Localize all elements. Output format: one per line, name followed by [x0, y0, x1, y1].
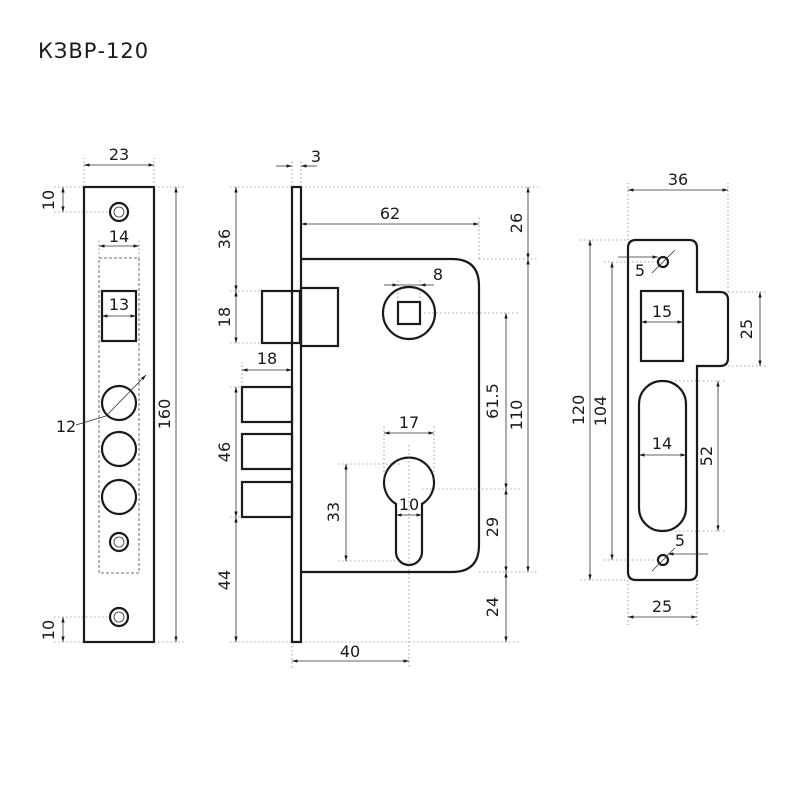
latch-block	[299, 286, 340, 348]
latch-tongue	[260, 289, 302, 345]
leader-line	[105, 374, 147, 417]
faceplate-side	[290, 185, 303, 644]
strike-plate-outline	[626, 238, 730, 582]
bolt-slot	[637, 379, 688, 533]
side-view: 3 62 26 36 18 18 46 44	[215, 147, 538, 668]
screw-hole-middle	[108, 531, 130, 553]
dim-front-height: 160	[155, 399, 174, 430]
dim-front-slot-width: 14	[109, 227, 129, 246]
strike-hole-bottom	[656, 553, 670, 567]
dim-strike-hole-spacing: 104	[591, 396, 610, 427]
latch-window-strike	[639, 289, 685, 363]
dim-side-cyl-height: 33	[324, 502, 343, 522]
dim-side-bottom: 44	[215, 570, 234, 590]
front-view: 23 10 10 14 13 12 160	[39, 145, 184, 644]
spindle-square	[396, 300, 422, 326]
dim-side-centers: 61.5	[483, 383, 502, 419]
dim-front-hole-bottom: 10	[39, 620, 58, 640]
deadbolt-side-1	[240, 385, 294, 424]
dim-front-bolt-diameter: 12	[56, 417, 76, 436]
dim-side-latch-height: 18	[215, 307, 234, 327]
dim-side-case-bottom: 24	[483, 597, 502, 617]
dim-strike-outer-height: 120	[569, 395, 588, 426]
screw-hole-top	[108, 201, 130, 223]
dim-strike-hole-top: 5	[635, 261, 645, 280]
dim-side-cyl-neck: 10	[399, 495, 419, 514]
dim-side-latch-top: 36	[215, 229, 234, 249]
model-title: КЗВР-120	[38, 39, 149, 63]
lock-case	[301, 257, 481, 574]
dim-side-bolt-projection: 18	[257, 349, 277, 368]
deadbolt-3	[100, 478, 138, 516]
spindle-hub	[381, 285, 437, 341]
strike-plate: 36 5 5 15 25 120 104 14 52	[569, 170, 768, 625]
dim-side-cyl-width: 17	[399, 413, 419, 432]
dim-side-backset: 40	[340, 642, 360, 661]
dim-side-body-width: 62	[380, 204, 400, 223]
dim-front-width: 23	[109, 145, 129, 164]
dim-strike-width: 36	[668, 170, 688, 189]
strike-hole-top	[656, 255, 670, 269]
dim-front-latch-width: 13	[109, 295, 129, 314]
dim-strike-latch-window: 15	[652, 302, 672, 321]
dim-strike-hole-bottom: 5	[675, 531, 685, 550]
dim-front-hole-top: 10	[39, 190, 58, 210]
dim-side-cyl-bottom: 29	[483, 517, 502, 537]
dim-side-body-height: 110	[507, 400, 526, 431]
dim-strike-lip: 25	[737, 319, 756, 339]
dim-side-top-offset: 26	[507, 213, 526, 233]
deadbolt-side-2	[240, 432, 294, 471]
dim-strike-plate-width: 25	[652, 597, 672, 616]
dim-strike-bolt-slot: 14	[652, 434, 672, 453]
faceplate-outline	[82, 185, 156, 644]
deadbolt-2	[100, 430, 138, 468]
dim-side-bolts-height: 46	[215, 442, 234, 462]
lock-body-hidden-outline	[98, 257, 140, 574]
dim-side-square: 8	[433, 265, 443, 284]
deadbolt-1	[100, 384, 138, 422]
screw-hole-bottom	[108, 606, 130, 628]
dim-strike-bolt-slot-height: 52	[697, 446, 716, 466]
deadbolt-side-3	[240, 480, 294, 519]
dim-side-faceplate: 3	[311, 147, 321, 166]
